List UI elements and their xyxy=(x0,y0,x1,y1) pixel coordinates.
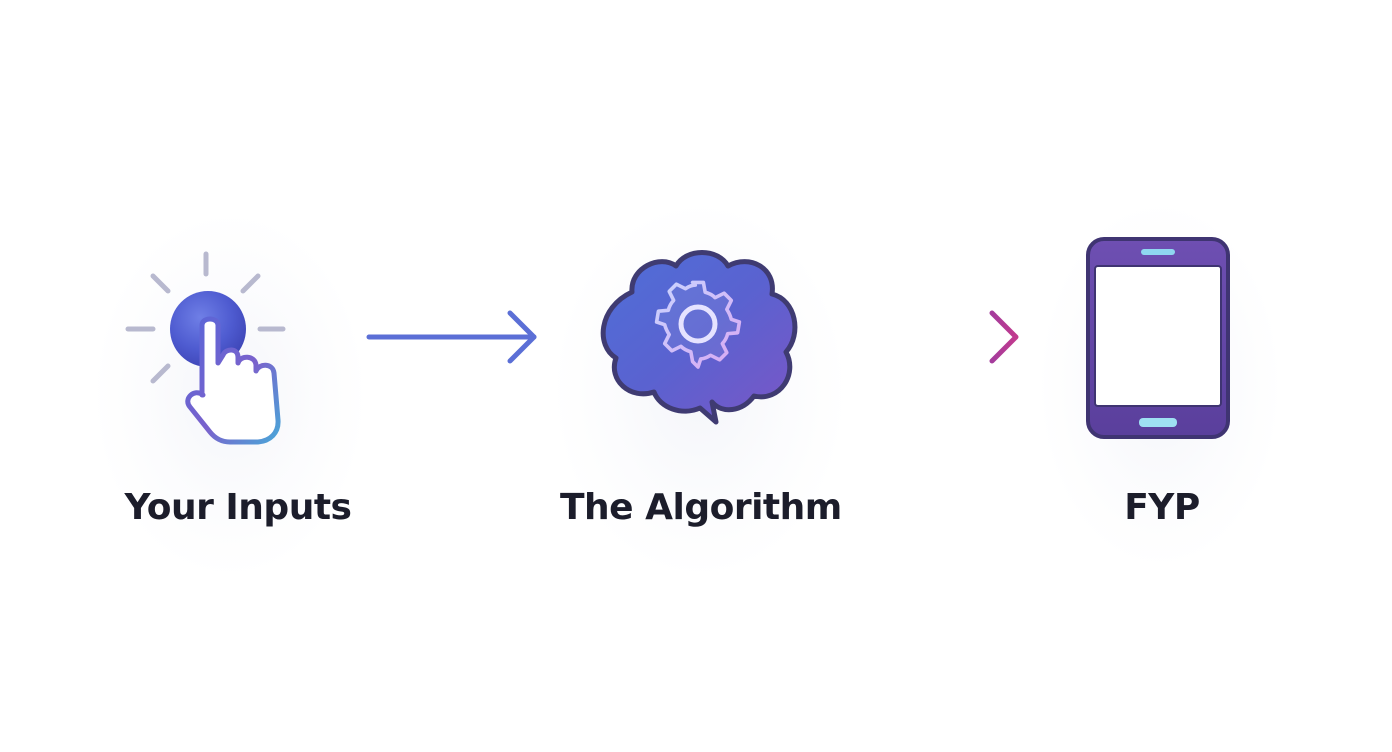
node-label-inputs: Your Inputs xyxy=(124,487,352,528)
arrow-inputs-to-algorithm xyxy=(366,310,542,364)
node-label-algorithm: The Algorithm xyxy=(560,487,842,528)
node-label-fyp: FYP xyxy=(1124,487,1200,528)
tap-hand-icon xyxy=(120,245,330,455)
brain-gear-icon xyxy=(592,242,804,428)
phone-icon xyxy=(1085,236,1231,440)
arrow-algorithm-to-fyp xyxy=(850,310,1024,364)
